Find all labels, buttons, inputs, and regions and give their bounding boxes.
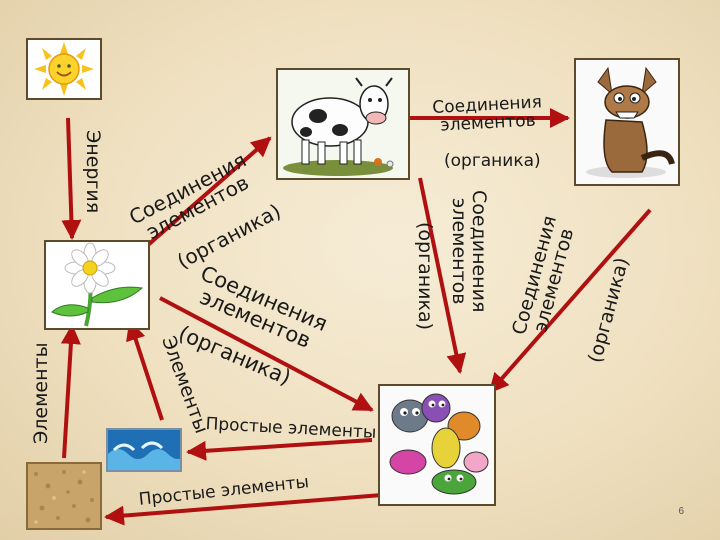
water-card (106, 428, 182, 472)
arrow-soil-to-flower (64, 326, 72, 458)
wolf-icon (576, 60, 678, 184)
compounds-mid-line2: элементов (448, 190, 468, 312)
bacteria-icon (380, 386, 494, 504)
organics-top-label: (органика) (444, 153, 541, 171)
soil-icon (28, 464, 100, 528)
water-icon (108, 430, 180, 470)
sun-icon (28, 40, 100, 98)
compounds-top-label: Соединения элементов (432, 94, 543, 135)
flower-icon (46, 242, 148, 328)
compounds-mid-label: Соединения элементов (448, 190, 488, 312)
flower-card (44, 240, 150, 330)
arrow-bacteria-to-water (188, 440, 372, 452)
bacteria-card (378, 384, 496, 506)
sun-card (26, 38, 102, 100)
arrow-sun-to-flower (68, 118, 72, 238)
cow-card (276, 68, 410, 180)
page-number: 6 (678, 506, 684, 517)
energy-label: Энергия (82, 130, 102, 213)
compounds-mid-line1: Соединения (468, 190, 488, 312)
wolf-card (574, 58, 680, 186)
organics-mid-label: (органика) (414, 222, 434, 330)
cow-icon (278, 70, 408, 178)
elements-left-label: Элементы (32, 342, 52, 444)
arrow-water-to-flower (130, 322, 162, 420)
soil-card (26, 462, 102, 530)
